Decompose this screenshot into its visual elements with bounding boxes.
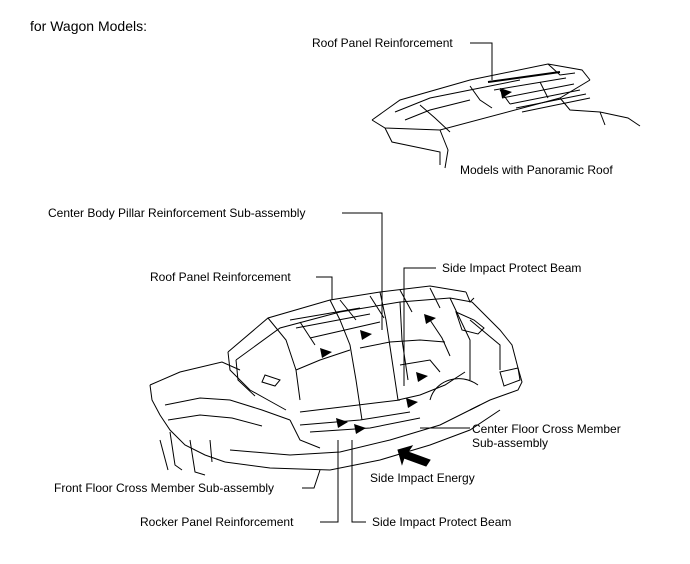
label-roof-panel-reinforcement: Roof Panel Reinforcement bbox=[150, 270, 291, 284]
label-front-floor-cross-member: Front Floor Cross Member Sub-assembly bbox=[54, 481, 275, 495]
label-top-roof-panel-reinforcement: Roof Panel Reinforcement bbox=[312, 36, 453, 50]
label-side-impact-protect-beam-lower: Side Impact Protect Beam bbox=[372, 515, 512, 529]
label-side-impact-protect-beam-upper: Side Impact Protect Beam bbox=[442, 261, 582, 275]
page-heading: for Wagon Models: bbox=[30, 18, 147, 34]
label-center-floor-cross-member: Center Floor Cross Member Sub-assembly bbox=[472, 422, 621, 450]
leader-rocker-panel bbox=[320, 440, 339, 523]
leader-side-beam-lower bbox=[351, 440, 366, 523]
load-path-arrows bbox=[320, 88, 512, 434]
panoramic-roof-illustration bbox=[371, 63, 641, 169]
label-panoramic-roof-caption: Models with Panoramic Roof bbox=[460, 163, 613, 177]
leader-top-roof bbox=[470, 42, 493, 80]
label-center-floor-line2: Sub-assembly bbox=[472, 436, 549, 450]
side-impact-energy-arrow bbox=[397, 445, 431, 467]
leader-front-floor bbox=[302, 469, 321, 489]
leader-side-beam-upper bbox=[403, 267, 436, 386]
label-rocker-panel-reinforcement: Rocker Panel Reinforcement bbox=[140, 515, 294, 529]
label-side-impact-energy: Side Impact Energy bbox=[370, 471, 475, 485]
label-center-floor-line1: Center Floor Cross Member bbox=[472, 422, 621, 436]
leader-roof-panel bbox=[316, 276, 333, 300]
label-center-body-pillar: Center Body Pillar Reinforcement Sub-ass… bbox=[48, 206, 306, 220]
leader-center-pillar bbox=[342, 212, 383, 330]
wagon-body-shell bbox=[149, 285, 523, 476]
